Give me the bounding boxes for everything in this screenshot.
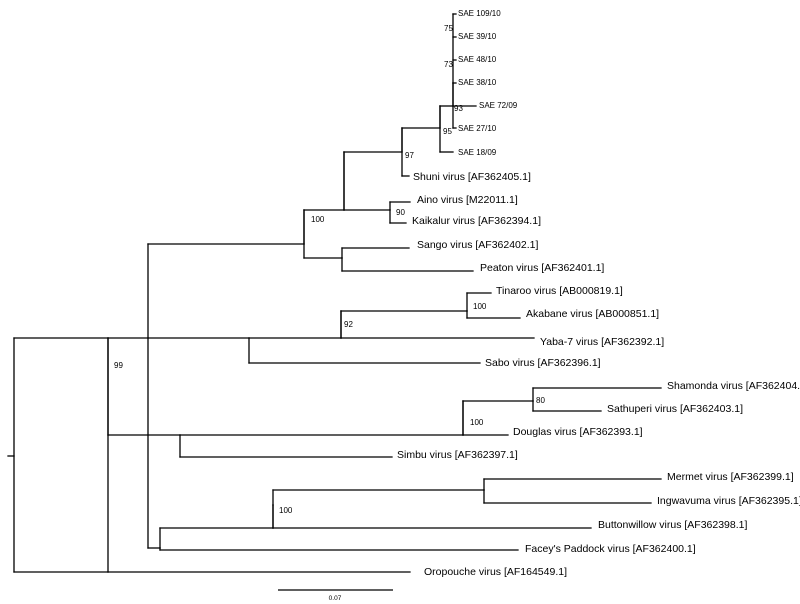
- bootstrap-value: 92: [344, 320, 353, 329]
- bootstrap-value: 100: [279, 506, 293, 515]
- tip-label-sae-27-10: SAE 27/10: [458, 124, 497, 133]
- tip-label-ingwavuma: Ingwavuma virus [AF362395.1]: [657, 495, 800, 507]
- tip-label-sabo: Sabo virus [AF362396.1]: [485, 357, 601, 369]
- bootstrap-value: 100: [470, 418, 484, 427]
- tip-label-faceys-paddock: Facey's Paddock virus [AF362400.1]: [525, 543, 696, 555]
- tip-label-oropouche: Oropouche virus [AF164549.1]: [424, 566, 567, 578]
- tip-label-peaton: Peaton virus [AF362401.1]: [480, 262, 604, 274]
- tip-label-sathuperi: Sathuperi virus [AF362403.1]: [607, 403, 743, 415]
- bootstrap-value: 100: [311, 215, 325, 224]
- bootstrap-values: 75 73 93 95 97 90 100 100 92 80 100 99 1…: [114, 24, 545, 515]
- bootstrap-value: 90: [396, 208, 405, 217]
- tip-label-tinaroo: Tinaroo virus [AB000819.1]: [496, 285, 623, 297]
- scale-bar-label: 0.07: [329, 595, 342, 602]
- bootstrap-value: 100: [473, 302, 487, 311]
- tip-label-mermet: Mermet virus [AF362399.1]: [667, 471, 794, 483]
- tip-label-simbu: Simbu virus [AF362397.1]: [397, 449, 518, 461]
- bootstrap-value: 75: [444, 24, 453, 33]
- tip-label-shamonda: Shamonda virus [AF362404.1]: [667, 380, 800, 392]
- tip-label-douglas: Douglas virus [AF362393.1]: [513, 426, 643, 438]
- tip-label-sae-18-09: SAE 18/09: [458, 148, 497, 157]
- bootstrap-value: 99: [114, 361, 123, 370]
- tip-label-sae-109-10: SAE 109/10: [458, 9, 501, 18]
- tip-label-sae-38-10: SAE 38/10: [458, 78, 497, 87]
- bootstrap-value: 73: [444, 60, 453, 69]
- tip-label-aino: Aino virus [M22011.1]: [417, 194, 518, 206]
- tip-label-sango: Sango virus [AF362402.1]: [417, 239, 538, 251]
- bootstrap-value: 95: [443, 127, 452, 136]
- bootstrap-value: 93: [454, 104, 463, 113]
- scale-bar: 0.07: [278, 589, 393, 602]
- bootstrap-value: 80: [536, 396, 545, 405]
- tip-labels: SAE 109/10 SAE 39/10 SAE 48/10 SAE 38/10…: [397, 9, 800, 578]
- tip-label-sae-48-10: SAE 48/10: [458, 55, 497, 64]
- bootstrap-value: 97: [405, 151, 414, 160]
- tip-label-buttonwillow: Buttonwillow virus [AF362398.1]: [598, 519, 747, 531]
- tip-label-sae-72-09: SAE 72/09: [479, 101, 518, 110]
- tree-branches: [7, 13, 662, 573]
- tip-label-kaikalur: Kaikalur virus [AF362394.1]: [412, 215, 541, 227]
- tip-label-shuni: Shuni virus [AF362405.1]: [413, 171, 531, 183]
- tip-label-akabane: Akabane virus [AB000851.1]: [526, 308, 659, 320]
- tip-label-sae-39-10: SAE 39/10: [458, 32, 497, 41]
- tip-label-yaba-7: Yaba-7 virus [AF362392.1]: [540, 336, 664, 348]
